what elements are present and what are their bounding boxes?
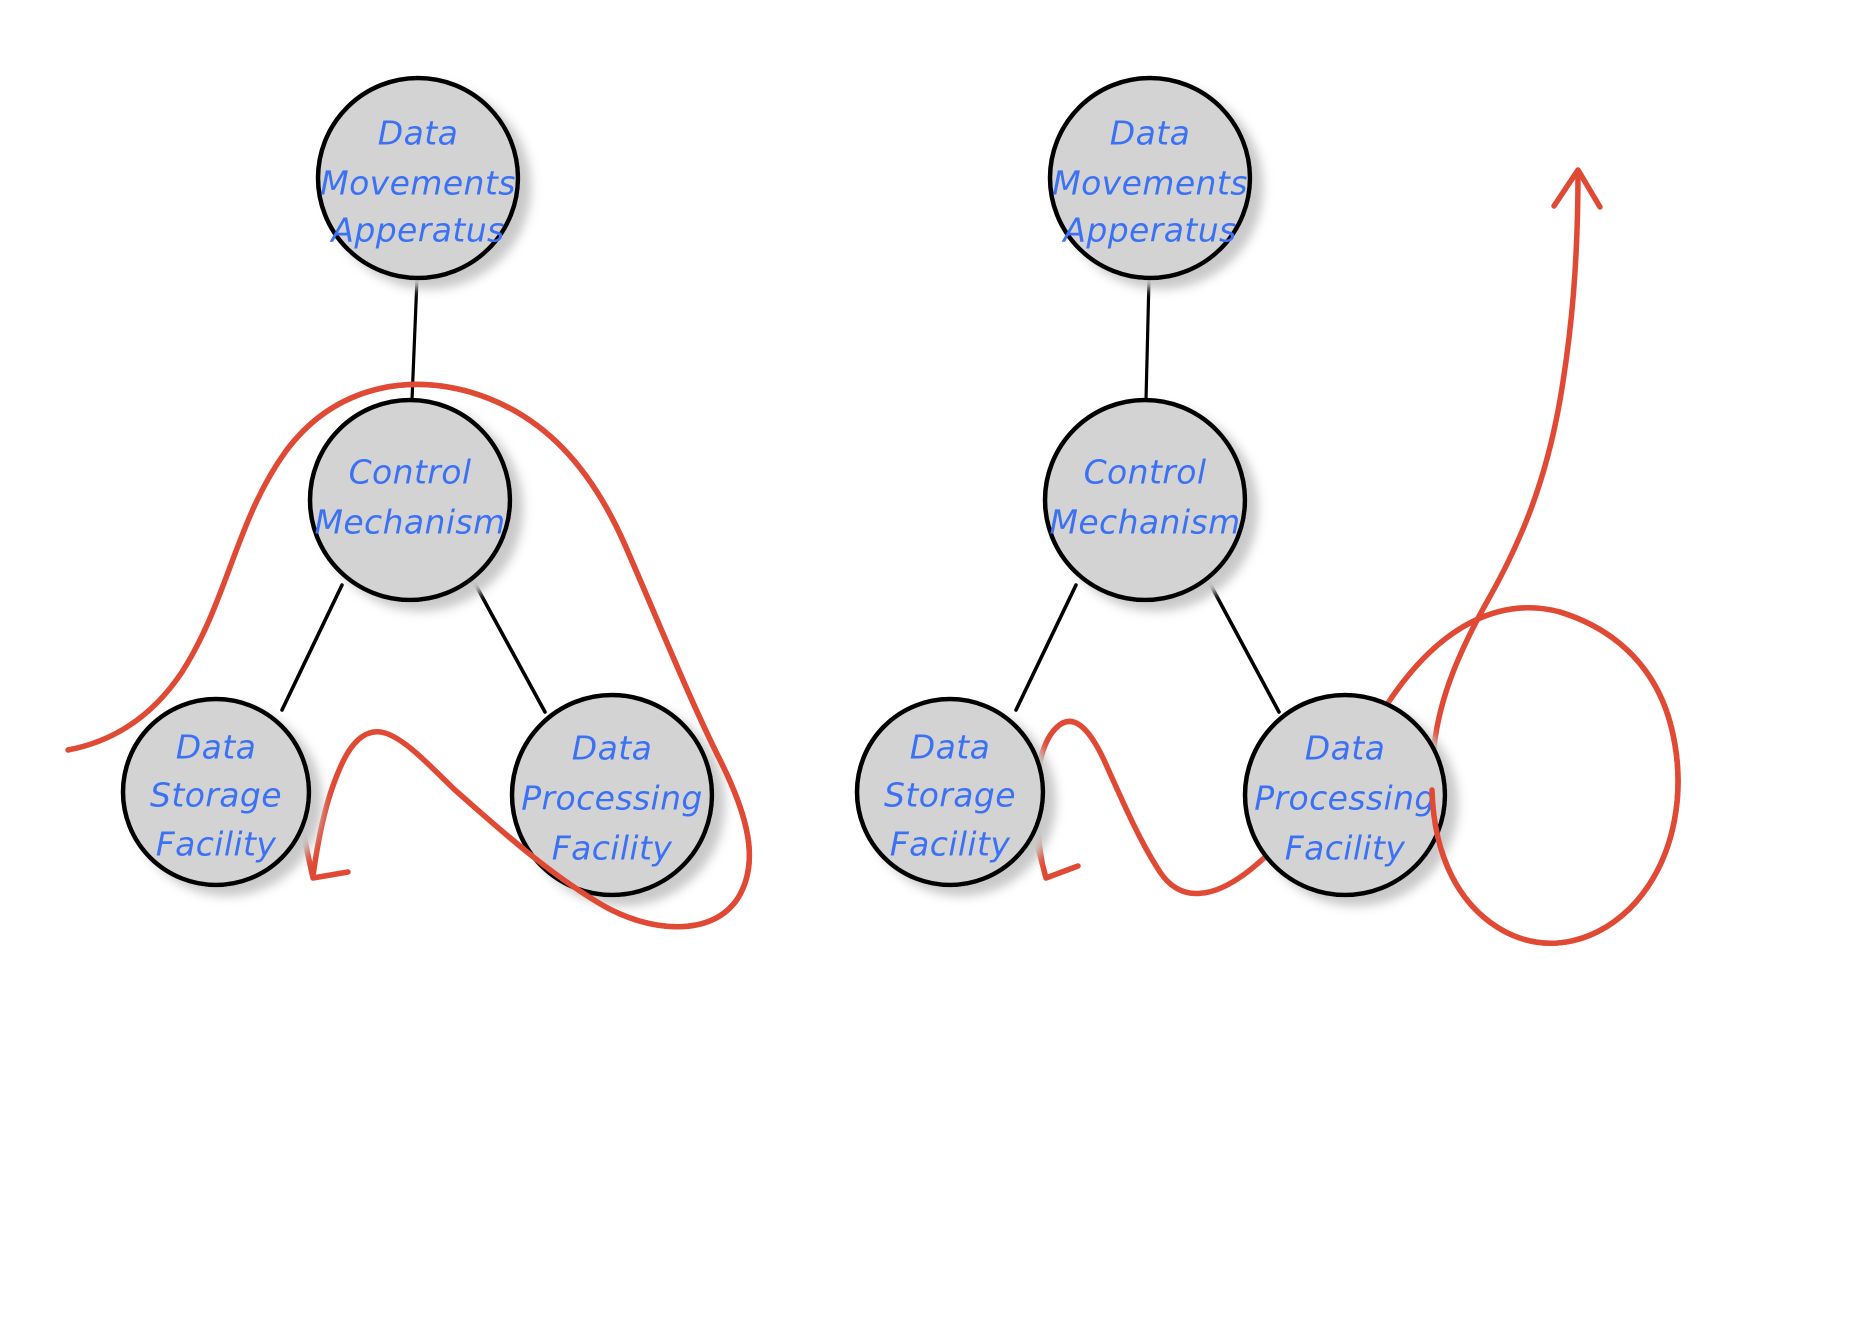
annotation-overlay-loop-left (452, 542, 753, 930)
node-data-processing-facility[interactable]: Data Processing Facility (1242, 692, 1448, 898)
edge-cm-dpf (471, 578, 547, 714)
edge-cm-dpf (1206, 578, 1281, 714)
annotation-arrowhead-left (299, 825, 351, 881)
node-data-movements-apperatus[interactable]: Data Movements Apperatus (1047, 75, 1253, 281)
annotation-path-right (1429, 169, 1681, 946)
annotation-overlay-loop-right (1429, 609, 1681, 946)
annotation-arrowhead-up-right (1551, 167, 1603, 210)
red-annotation-overlay-left (283, 381, 753, 930)
left-architecture-diagram: Data Movements Apperatus Control Mechani… (65, 75, 753, 930)
node-control-mechanism[interactable]: Control Mechanism (1042, 397, 1248, 603)
edge-dma-cm (1144, 277, 1151, 402)
node-circle[interactable] (120, 696, 312, 888)
annotation-overlay-path-left (283, 381, 628, 548)
edge-cm-dsf (1014, 583, 1078, 712)
right-edges (1014, 277, 1281, 714)
node-circle[interactable] (509, 692, 715, 898)
node-circle[interactable] (1042, 397, 1248, 603)
node-data-movements-apperatus[interactable]: Data Movements Apperatus (315, 75, 521, 281)
edge-dma-cm (410, 277, 419, 402)
edge-cm-dsf (280, 583, 344, 712)
node-circle[interactable] (1047, 75, 1253, 281)
red-annotation-overlay-right (1429, 609, 1681, 946)
node-data-storage-facility[interactable]: Data Storage Facility (120, 696, 312, 888)
node-circle[interactable] (1242, 692, 1448, 898)
node-circle[interactable] (315, 75, 521, 281)
left-edges (280, 277, 547, 714)
node-control-mechanism[interactable]: Control Mechanism (307, 397, 513, 603)
annotation-return-path-right (1033, 605, 1563, 897)
annotation-arrowhead-right (1031, 829, 1081, 881)
node-circle[interactable] (854, 696, 1046, 888)
node-data-storage-facility[interactable]: Data Storage Facility (854, 696, 1046, 888)
node-circle[interactable] (307, 397, 513, 603)
right-architecture-diagram: Data Movements Apperatus Control Mechani… (854, 75, 1681, 946)
